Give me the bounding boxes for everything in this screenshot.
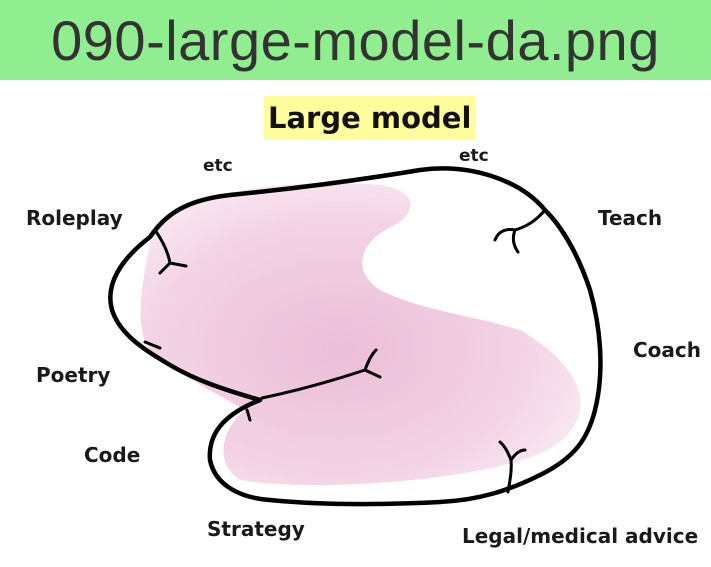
model-blob-diagram	[108, 166, 603, 507]
label-code: Code	[84, 443, 141, 467]
diagram-title: Large model	[264, 96, 476, 140]
label-teach: Teach	[598, 206, 663, 230]
crack-lines	[143, 208, 547, 494]
label-roleplay: Roleplay	[26, 206, 123, 230]
label-etc-right: etc	[459, 146, 489, 166]
filename-banner: 090-large-model-da.png	[0, 0, 711, 80]
filename-text: 090-large-model-da.png	[51, 8, 660, 72]
label-poetry: Poetry	[36, 363, 111, 387]
label-coach: Coach	[633, 338, 702, 362]
label-legal-medical-advice: Legal/medical advice	[462, 524, 699, 548]
capability-fill	[140, 183, 581, 485]
label-etc-left: etc	[203, 156, 233, 176]
model-outline	[108, 166, 603, 507]
label-strategy: Strategy	[207, 517, 305, 541]
